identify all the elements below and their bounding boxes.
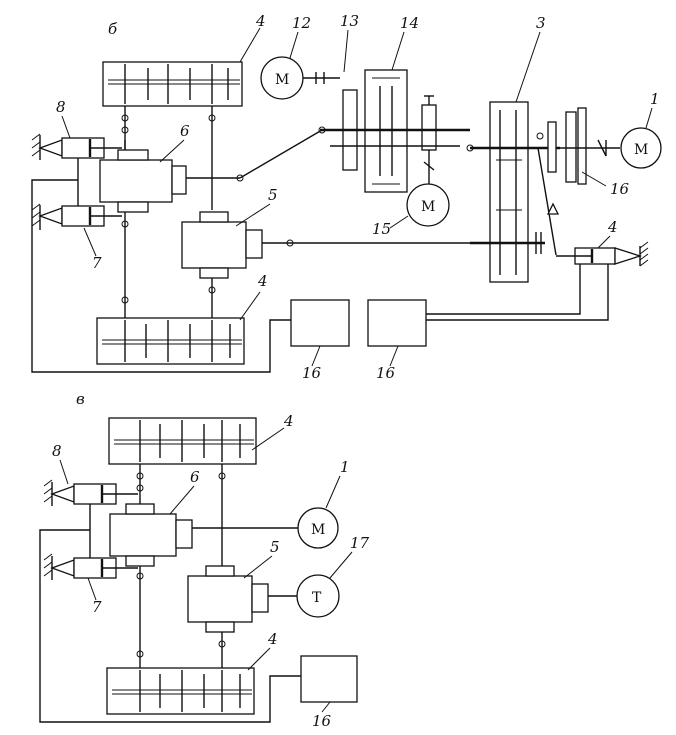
callout-12: 15 [372, 220, 391, 238]
block-16-v [300, 655, 358, 703]
line-15-to-14-a [426, 264, 581, 315]
clutch-lever [537, 147, 557, 256]
callout-10: 13 [340, 12, 359, 30]
motor-12: M [406, 183, 450, 227]
motor-1-v: M [297, 507, 339, 549]
gearbox-4-bottom-v [106, 667, 255, 715]
callout-v-4-bottom: 4 [267, 630, 278, 648]
cylinder-8-v [43, 479, 138, 506]
callout-1: 1 [650, 90, 660, 108]
callout-v-5: 5 [270, 538, 280, 556]
gearbox-4-bottom [96, 317, 245, 365]
cylinder-8 [31, 133, 122, 160]
callout-4-bottom: 4 [257, 272, 268, 290]
panel-b-label: б [108, 20, 118, 38]
lever-pivot [546, 202, 560, 215]
panel-v-label: в [76, 390, 85, 408]
svg-text:T: T [312, 590, 322, 606]
callout-11: 14 [400, 14, 419, 32]
clutch-13 [536, 107, 620, 185]
drive-5 [181, 211, 470, 320]
callout-14: 4 [607, 218, 618, 236]
callout-5: 5 [268, 186, 278, 204]
gearbox-3 [466, 101, 560, 283]
callout-8: 8 [56, 98, 66, 116]
motor-9: M [260, 56, 340, 100]
callout-v-6: 6 [190, 468, 200, 486]
gearbox-11 [318, 69, 470, 193]
drive-6 [99, 140, 244, 320]
cylinder-14 [556, 241, 649, 267]
callout-v-1: 1 [340, 458, 350, 476]
drive-5-v [187, 565, 297, 672]
svg-text:M: M [275, 72, 289, 88]
callout-v-17: 17 [350, 534, 370, 552]
svg-text:M: M [311, 522, 325, 538]
cylinder-7-v [43, 553, 138, 580]
callout-7: 7 [92, 254, 102, 272]
callout-13: 16 [610, 180, 630, 198]
callout-3: 3 [536, 14, 546, 32]
callout-v-8: 8 [52, 442, 62, 460]
line-16-to-cylinders [31, 179, 291, 373]
callout-9: 12 [292, 14, 311, 32]
svg-text:M: M [421, 199, 435, 215]
callout-v-4-top: 4 [283, 412, 294, 430]
callout-15: 16 [376, 364, 396, 382]
callout-v-16: 16 [312, 712, 332, 730]
shaft-6-to-11 [239, 129, 323, 179]
callout-6: 6 [180, 122, 190, 140]
motor-1: M [620, 127, 662, 169]
callout-16-text: 16 [302, 364, 322, 382]
svg-text:M: M [634, 142, 648, 158]
cylinder-7 [31, 203, 122, 230]
leader-4-top [239, 27, 261, 63]
block-16 [290, 299, 350, 347]
gearbox-4-top-v [108, 417, 257, 568]
drive-6-v [109, 503, 298, 668]
block-15 [367, 299, 427, 347]
line-v-16-to-cylinders [39, 529, 301, 723]
tachogenerator-17: T [296, 574, 340, 618]
line-15-to-14-b [426, 264, 609, 321]
callout-v-7: 7 [92, 598, 102, 616]
callout-4-top: 4 [255, 12, 266, 30]
gearbox-4-top [102, 61, 243, 210]
